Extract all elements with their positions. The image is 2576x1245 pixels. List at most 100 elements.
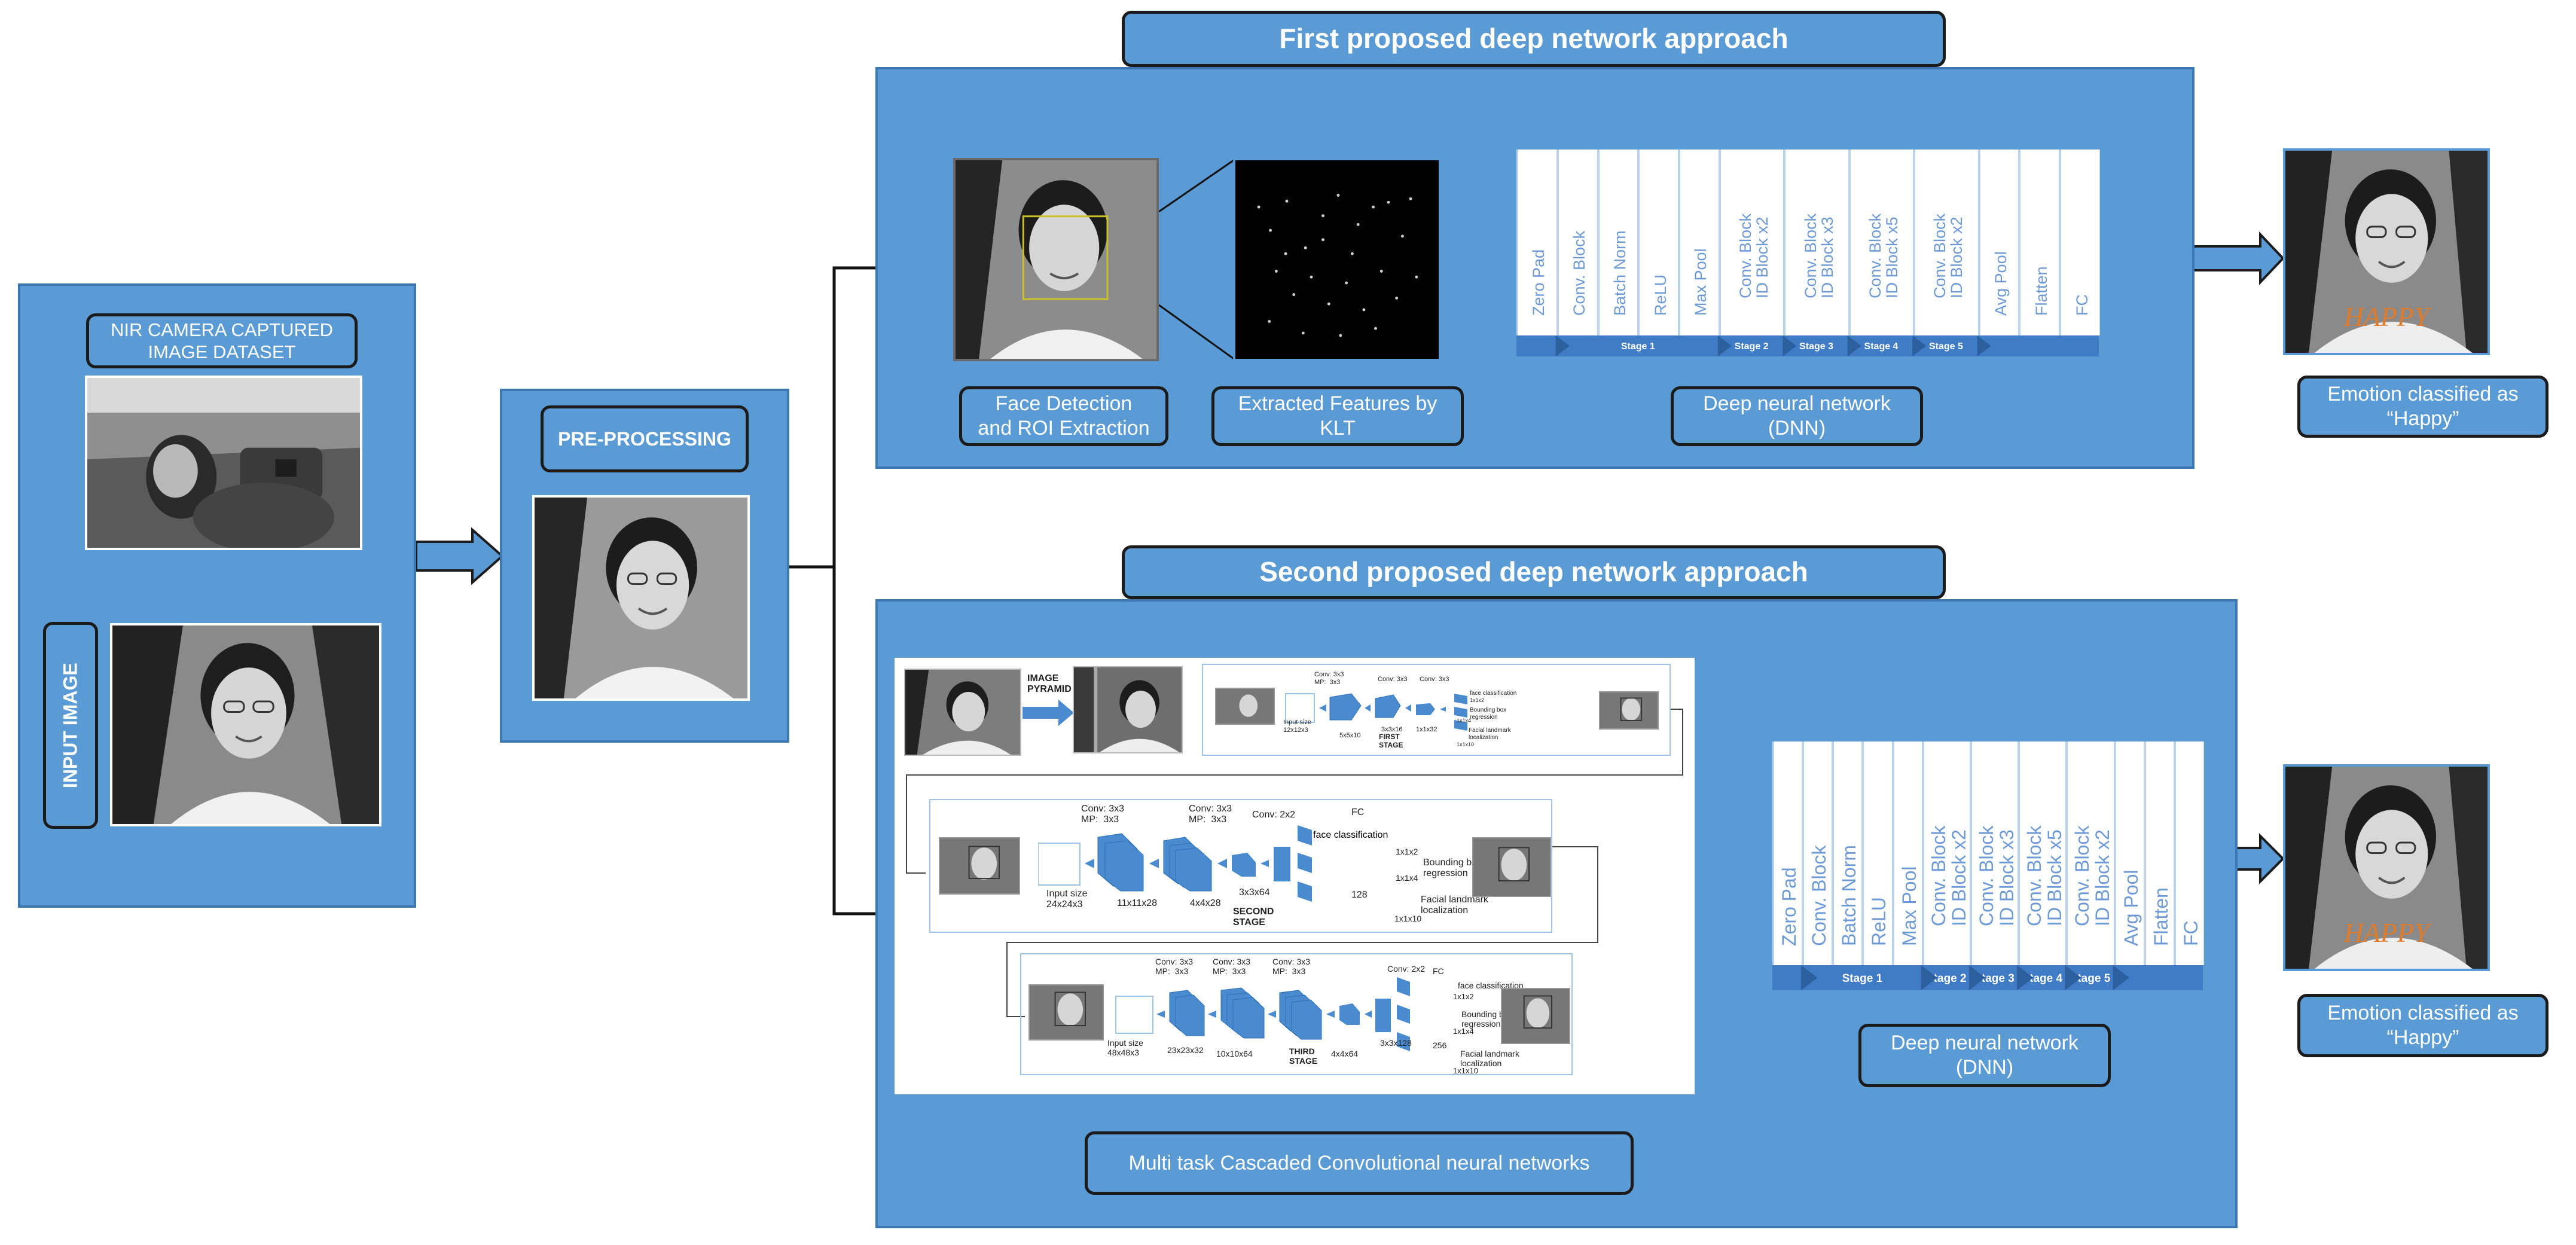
mtcnn-second-stage-out1: face classification [1313,830,1388,840]
mtcnn-first-stage-out2-size: 1x1x4 [1457,718,1472,724]
dnn-chevron [2017,965,2034,990]
mtcnn-second-stage-fc-size: 128 [1351,890,1368,900]
dnn-layer-1-7: Conv. Block ID Block x3 [1784,149,1850,356]
dnn-stage-label: Stage 2 [1734,341,1769,352]
mtcnn-pyramid-source-photo [904,669,1021,756]
mtcnn-second-stage-out3: Facial landmark localization [1421,895,1488,916]
dnn-layer-2-12: FC [2174,741,2204,990]
branch-connector [788,266,879,916]
mtcnn-third-stage [1020,953,1573,1075]
mtcnn-first-stage-out3-size: 1x1x10 [1457,741,1475,747]
mtcnn-second-stage-name: SECOND STAGE [1233,907,1274,928]
mtcnn-first-stage-name: FIRST STAGE [1379,733,1403,749]
mtcnn-first-stage-size2: 3x3x16 [1381,726,1403,733]
preprocessed-photo [532,495,750,701]
dnn-chevron [1977,335,1991,356]
dnn-stage-label: Stage 4 [2022,972,2063,985]
mtcnn-third-stage-conv4: Conv: 2x2 [1387,964,1426,974]
arrow-input-to-preprocessing [415,527,505,585]
mtcnn-second-stage-input-photo [939,837,1020,895]
mtcnn-second-stage-fc: FC [1351,807,1365,817]
mtcnn-third-stage-out3: Facial landmark localization [1460,1049,1519,1069]
dnn-layer-2-7: Conv. Block ID Block x3 [1970,741,2020,990]
dnn-layer-2-3: Batch Norm [1832,741,1864,990]
dnn-layer-2-9: Conv. Block ID Block x2 [2066,741,2116,990]
mtcnn-second-stage-input-size: Input size 24x24x3 [1046,889,1088,910]
mtcnn-third-stage-conv2: Conv: 3x3 MP: 3x3 [1213,957,1251,977]
mtcnn-diagram: IMAGE PYRAMID Input size 12x12x3 Conv: 3… [895,658,1695,1094]
mtcnn-third-stage-name: THIRD STAGE [1289,1046,1318,1066]
mtcnn-second-stage-size2: 4x4x28 [1190,898,1221,908]
mtcnn-third-stage-blocks [1115,977,1410,1051]
dnn-chevron [2203,965,2204,990]
dnn-stage-label: Stage 5 [2070,972,2111,985]
mtcnn-third-stage-fc-size: 256 [1433,1040,1447,1050]
dnn-stage-label: Stage 4 [1864,341,1899,352]
mtcnn-first-stage-out3: Facial landmark localization [1469,727,1511,741]
mtcnn-first-stage-input-photo [1215,688,1275,725]
mtcnn-pyramid-arrow [1023,700,1074,726]
mtcnn-second-stage-size1: 11x11x28 [1117,898,1158,908]
dnn-layer-1-6: Conv. Block ID Block x2 [1719,149,1786,356]
mtcnn-second-stage-size3: 3x3x64 [1239,887,1270,898]
mtcnn-third-stage-input-size: Input size 48x48x3 [1107,1038,1143,1058]
result-photo-2: HAPPY [2283,764,2490,971]
mtcnn-first-stage-output-photo [1599,691,1659,730]
mtcnn-first-stage-out1-size: 1x1x2 [1470,697,1485,703]
dnn-chevron [1801,965,1818,990]
dnn-chevron [1717,335,1732,356]
mtcnn-third-stage-conv1: Conv: 3x3 MP: 3x3 [1155,957,1194,977]
mtcnn-second-stage-output-photo [1472,837,1551,897]
input-image-label-text: INPUT IMAGE [59,663,81,788]
dnn-chevron [1783,335,1797,356]
mtcnn-second-stage-out2-size: 1x1x4 [1396,873,1418,883]
dnn-chevron [2113,965,2129,990]
mtcnn-first-stage-input-size: Input size 12x12x3 [1283,719,1312,734]
mtcnn-second-stage-conv2: Conv: 3x3 MP: 3x3 [1189,804,1232,825]
mtcnn-first-stage-size3: 1x1x32 [1416,726,1437,733]
result-photo-1: HAPPY [2283,148,2490,355]
emotion-text-2: HAPPY [2343,917,2430,948]
mtcnn-second-stage-conv1: Conv: 3x3 MP: 3x3 [1081,804,1125,825]
dnn-chevron [1555,335,1570,356]
mtcnn-first-stage-size1: 5x5x10 [1339,732,1361,739]
result-label-1: Emotion classified as “Happy” [2297,376,2548,438]
dnn-stage-label: Stage 1 [1842,972,1883,985]
dnn-stage-chevrons [1801,965,2204,990]
dnn-chevron [1921,965,1937,990]
dnn-stage-label: Stage 2 [1926,972,1967,985]
mtcnn-third-stage-input-photo [1028,984,1104,1040]
mtcnn-second-stage-conv3: Conv: 2x2 [1252,810,1296,820]
dataset-label: NIR CAMERA CAPTURED IMAGE DATASET [86,313,358,368]
mtcnn-second-stage [929,799,1552,933]
mtcnn-first-stage [1202,664,1671,756]
dnn-chevron [1847,335,1861,356]
mtcnn-third-stage-out1-size: 1x1x2 [1453,992,1474,1001]
dataset-photo [85,376,362,550]
face-detection-photo [953,158,1159,361]
dnn-chevron [2099,335,2100,356]
mtcnn-third-stage-size2: 10x10x64 [1216,1049,1253,1058]
dnn-label-2: Deep neural network (DNN) [1858,1024,2111,1087]
dnn-layer-2-10: Avg Pool [2114,741,2145,990]
mtcnn-first-stage-conv3: Conv: 3x3 [1420,676,1449,683]
input-image-label: INPUT IMAGE [43,622,98,829]
features-label: Extracted Features by KLT [1211,386,1464,446]
dnn-stage-label: Stage 5 [1928,341,1963,352]
dnn-chevron [2065,965,2081,990]
dnn-stage-label: Stage 3 [1974,972,2015,985]
input-image-photo [110,623,381,826]
first-approach-title: First proposed deep network approach [1122,11,1946,67]
mtcnn-first-stage-conv1: Conv: 3x3 MP: 3x3 [1314,671,1344,686]
mtcnn-third-stage-output-photo [1501,988,1570,1044]
dnn-chevron [1912,335,1927,356]
roi-projection-lines [1159,158,1236,361]
klt-features-photo [1233,158,1441,361]
dnn-layer-1-9: Conv. Block ID Block x2 [1913,149,1980,356]
dnn-layer-1-12: FC [2059,149,2100,356]
mtcnn-second-stage-blocks [1038,825,1312,902]
dnn-layer-1-4: ReLU [1638,149,1680,356]
preprocessing-label: PRE-PROCESSING [541,405,749,472]
